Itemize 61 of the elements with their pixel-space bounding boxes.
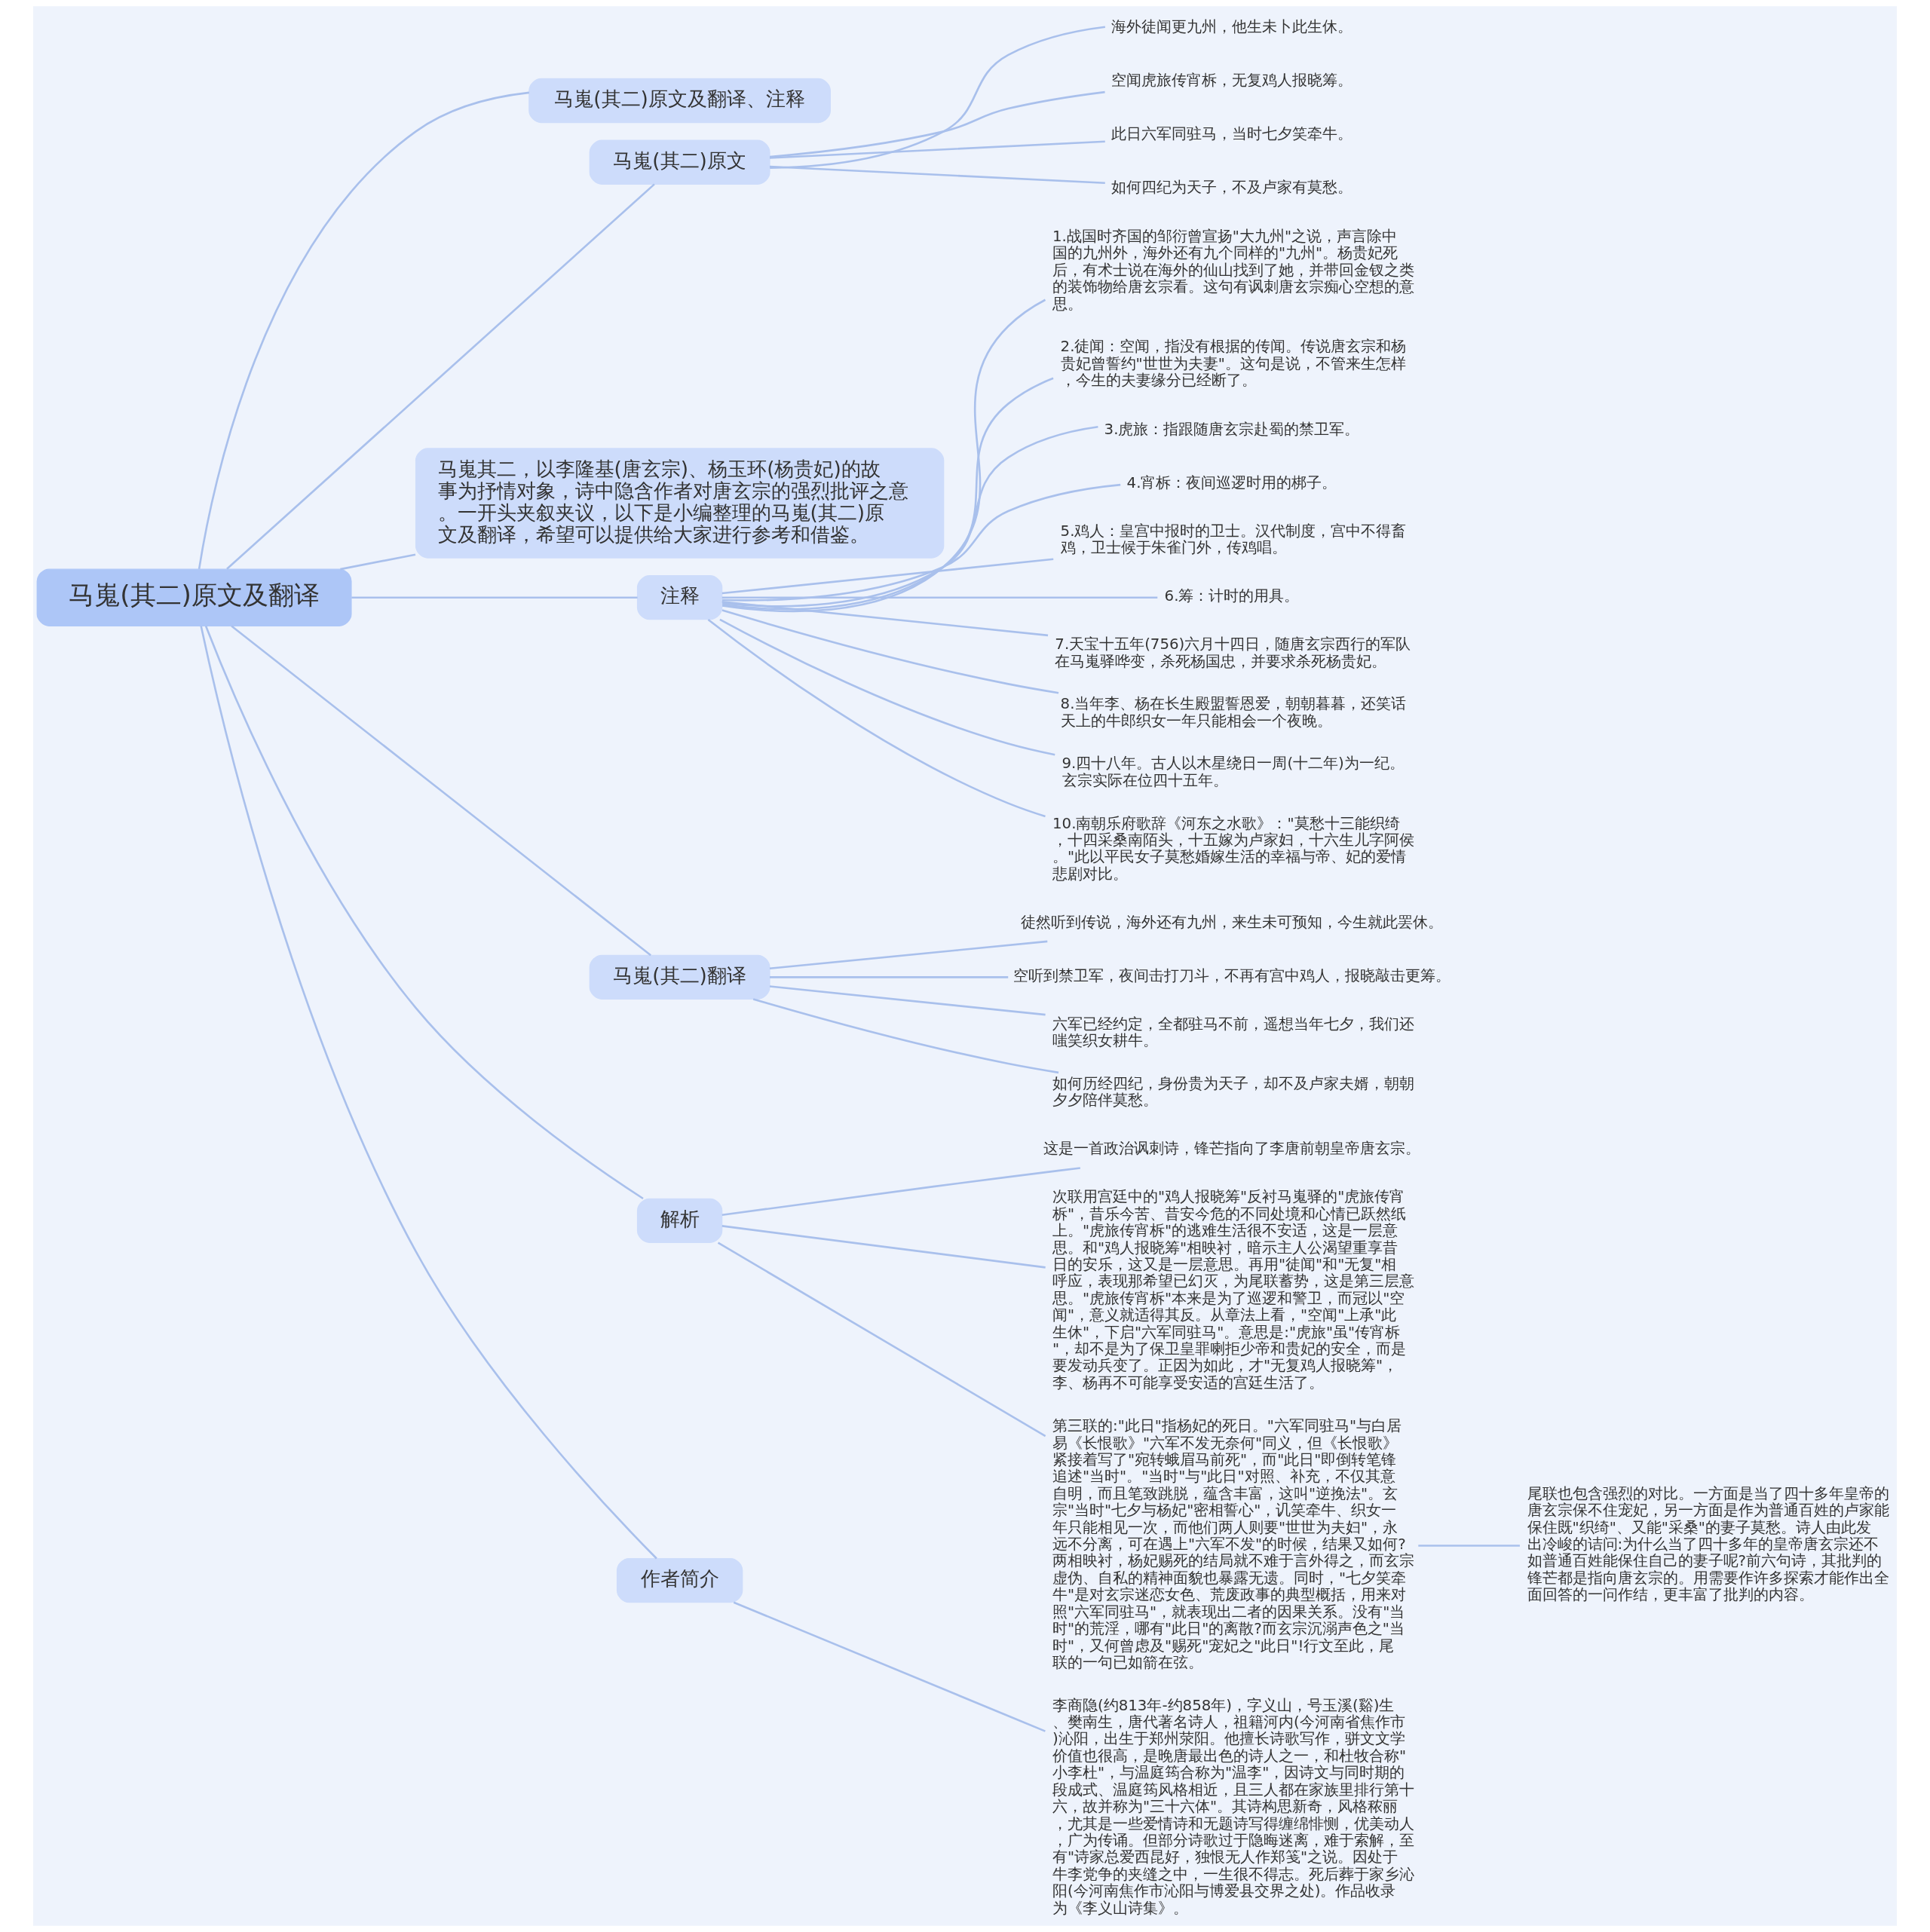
connector [721, 558, 1054, 595]
node-text: 徒然听到传说，海外还有九州，来生未可预知，今生就此罢休。 [1020, 913, 1443, 931]
node-text: 空听到禁卫军，夜间击打刀斗，不再有宫中鸡人，报晓敲击更筹。 [1012, 966, 1451, 984]
connector [200, 626, 657, 1560]
node-box: 解析 [636, 1198, 723, 1243]
connector [722, 426, 1098, 608]
node-text: 次联用宫廷中的"鸡人报晓筹"反衬马嵬驿的"虎旅传宵柝"，昔乐今苦、昔安今危的不同处境和心情已跃然纸上。"虎旅传宵柝"的逃难生活很不安适，这是一层意思。和"鸡人报晓筹"相映衬，暗示主人公渴望重享昔日的安乐，这又是一层意思。再用"徒闻"和"无复"相呼应，表现那希望已幻灭，为尾联蓄势，这是第三层意思。"虎旅传宵柝"本来是为了巡逻和警卫，而冠以"空闻"，意义就适得其反。从章法上看，"空闻"上承"此生休"，下启"六军同驻马"。意思是:"虎旅"虽"传宵柝"，却不是为了保卫皇罪喇拒少帝和贵妃的安全，而是要发动兵变了。正因为如此，才"无复鸡人报晓筹"，李、杨再不可能享受安适的宫廷生活了。 [1052, 1188, 1415, 1392]
node-text: 1.战国时齐国的邹衍曾宣扬"大九州"之说，声言除中国的九州外，海外还有九个同样的"九州"。杨贵妃死后，有术士说在海外的仙山找到了她，并带回金钗之类的装饰物给唐玄宗看。这句有讽刺唐玄宗痴心空想的意思。 [1052, 228, 1415, 313]
connector [722, 483, 1121, 602]
connector [769, 90, 1105, 158]
node-text: 7.天宝十五年(756)六月十四日，随唐玄宗西行的军队在马嵬驿哗变，杀死杨国忠，并要求杀死杨贵妃。 [1055, 635, 1411, 670]
node-box: 马嵬(其二)原文及翻译 [36, 568, 352, 626]
connector [752, 998, 1059, 1074]
node-text: 六军已经约定，全都驻马不前，遥想当年七夕，我们还嗤笑织女耕牛。 [1052, 1015, 1415, 1050]
node-box: 马嵬(其二)翻译 [589, 954, 770, 1000]
connector [719, 618, 1055, 756]
connector [721, 1225, 1046, 1269]
connector [721, 609, 1059, 694]
node-box: 马嵬其二，以李隆基(唐玄宗)、杨玉环(杨贵妃)的故事为抒情对象，诗中隐含作者对唐玄宗的强烈批评之意。一开头夹叙夹议，以下是小编整理的马嵬(其二)原文及翻译，希望可以提供给大家进行参考和借鉴。 [415, 448, 945, 559]
connector [340, 553, 416, 571]
node-text: 6.筹：计时的用具。 [1164, 587, 1300, 605]
node-text: 李商隐(约813年-约858年)，字义山，号玉溪(谿)生、樊南生，唐代著名诗人，祖籍河内(今河南省焦作市)沁阳，出生于郑州荥阳。他擅长诗歌写作，骈文文学价值也很高，是晚唐最出色的诗人之一，和杜牧合称"小李杜"，与温庭筠合称为"温李"，因诗文与同时期的段成式、温庭筠风格相近，且三人都在家族里排行第十六，故并称为"三十六体"。其诗构思新奇，风格秾丽，尤其是一些爱情诗和无题诗写得缠绵悱恻，优美动人，广为传诵。但部分诗歌过于隐晦迷离，难于索解，至有"诗家总爱西昆好，独恨无人作郑笺"之说。因处于牛李党争的夹缝之中，一生很不得志。死后葬于家乡沁阳(今河南焦作市沁阳与博爱县交界之处)。作品收录为《李义山诗集》。 [1052, 1696, 1415, 1917]
node-text: 8.当年李、杨在长生殿盟誓恩爱，朝朝暮暮，还笑话天上的牛郎织女一年只能相会一个夜晚。 [1060, 695, 1407, 730]
node-box: 马嵬(其二)原文及翻译、注释 [528, 78, 831, 124]
connector [707, 618, 1046, 818]
connector [721, 1167, 1081, 1217]
connector [231, 625, 651, 957]
connector [1418, 1545, 1520, 1547]
node-text: 尾联也包含强烈的对比。一方面是当了四十多年皇帝的唐玄宗保不住宠妃，另一方面是作为普通百姓的卢家能保住既"织绮"、又能"采桑"的妻子莫愁。诗人由此发出冷峻的诘问:为什么当了四十多年的皇帝唐玄宗还不如普通百姓能保住自己的妻子呢?前六句诗，其批判的锋芒都是指向唐玄宗的。用需要作许多探索才能作出全面回答的一问作结，更丰富了批判的内容。 [1527, 1484, 1889, 1604]
node-text: 10.南朝乐府歌辞《河东之水歌》："莫愁十三能织绮，十四采桑南陌头，十五嫁为卢家妇，十六生儿字阿侯。"此以平民女子莫愁婚嫁生活的幸福与帝、妃的爱情悲剧对比。 [1052, 814, 1415, 883]
connector [717, 1242, 1046, 1438]
connector [351, 596, 638, 599]
connector [722, 377, 1054, 611]
connector [721, 299, 1046, 613]
connector [769, 165, 1105, 185]
connector [721, 596, 1158, 599]
node-text: 如何历经四纪，身份贵为天子，却不及卢家夫婿，朝朝夕夕陪伴莫愁。 [1052, 1074, 1415, 1110]
node-text: 3.虎旅：指跟随唐玄宗赴蜀的禁卫军。 [1104, 420, 1360, 438]
connector [204, 625, 644, 1200]
node-box: 作者简介 [616, 1557, 743, 1603]
connector [769, 985, 1046, 1016]
connector [721, 601, 1049, 637]
connector [769, 140, 1105, 159]
node-text: 如何四纪为天子，不及卢家有莫愁。 [1111, 179, 1353, 197]
connector [226, 183, 655, 570]
node-text: 空闻虎旅传宵柝，无复鸡人报晓筹。 [1111, 72, 1353, 90]
node-text: 5.鸡人：皇宫中报时的卫士。汉代制度，宫中不得畜鸡，卫士候于朱雀门外，传鸡唱。 [1060, 522, 1407, 557]
node-text: 4.宵柝：夜间巡逻时用的梆子。 [1126, 474, 1337, 492]
node-text: 此日六军同驻马，当时七夕笑牵牛。 [1111, 125, 1353, 143]
node-text: 海外徒闻更九州，他生未卜此生休。 [1111, 17, 1353, 35]
connector [198, 91, 529, 570]
node-box: 注释 [636, 575, 723, 620]
node-text: 2.徒闻：空闻，指没有根据的传闻。传说唐玄宗和杨贵妃曾誓约"世世为夫妻"。这句是说，不管来生怎样，今生的夫妻缘分已经断了。 [1060, 338, 1407, 390]
node-text: 这是一首政治讽刺诗，锋芒指向了李唐前朝皇帝唐玄宗。 [1043, 1140, 1420, 1158]
connector [769, 940, 1048, 970]
connector [770, 26, 1106, 169]
connector [770, 976, 1009, 978]
node-text: 第三联的:"此日"指杨妃的死日。"六军同驻马"与白居易《长恨歌》"六军不发无奈何"同义，但《长恨歌》紧接着写了"宛转蛾眉马前死"，而"此日"即倒转笔锋追述"当时"。"当时"与"此日"对照、补充，不仅其意自明，而且笔致跳脱，蕴含丰富，这叫"逆挽法"。玄宗"当时"七夕与杨妃"密相誓心"，讥笑牵牛、织女一年只能相见一次，而他们两人则要"世世为夫妇"，永远不分离，可在遇上"六军不发"的时候，结果又如何?两相映衬，杨妃赐死的结局就不难于言外得之，而玄宗虚伪、自私的精神面貌也暴露无遗。同时，"七夕笑牵牛"是对玄宗迷恋女色、荒废政事的典型概括，用来对照"六军同驻马"，就表现出二者的因果关系。没有"当时"的荒淫，哪有"此日"的离散?而玄宗沉溺声色之"当时"，又何曾虑及"赐死"宠妃之"此日"!行文至此，尾联的一句已如箭在弦。 [1052, 1417, 1415, 1671]
connector [733, 1601, 1046, 1732]
node-text: 9.四十八年。古人以木星绕日一周(十二年)为一纪。玄宗实际在位四十五年。 [1062, 755, 1405, 789]
node-box: 马嵬(其二)原文 [589, 139, 770, 185]
